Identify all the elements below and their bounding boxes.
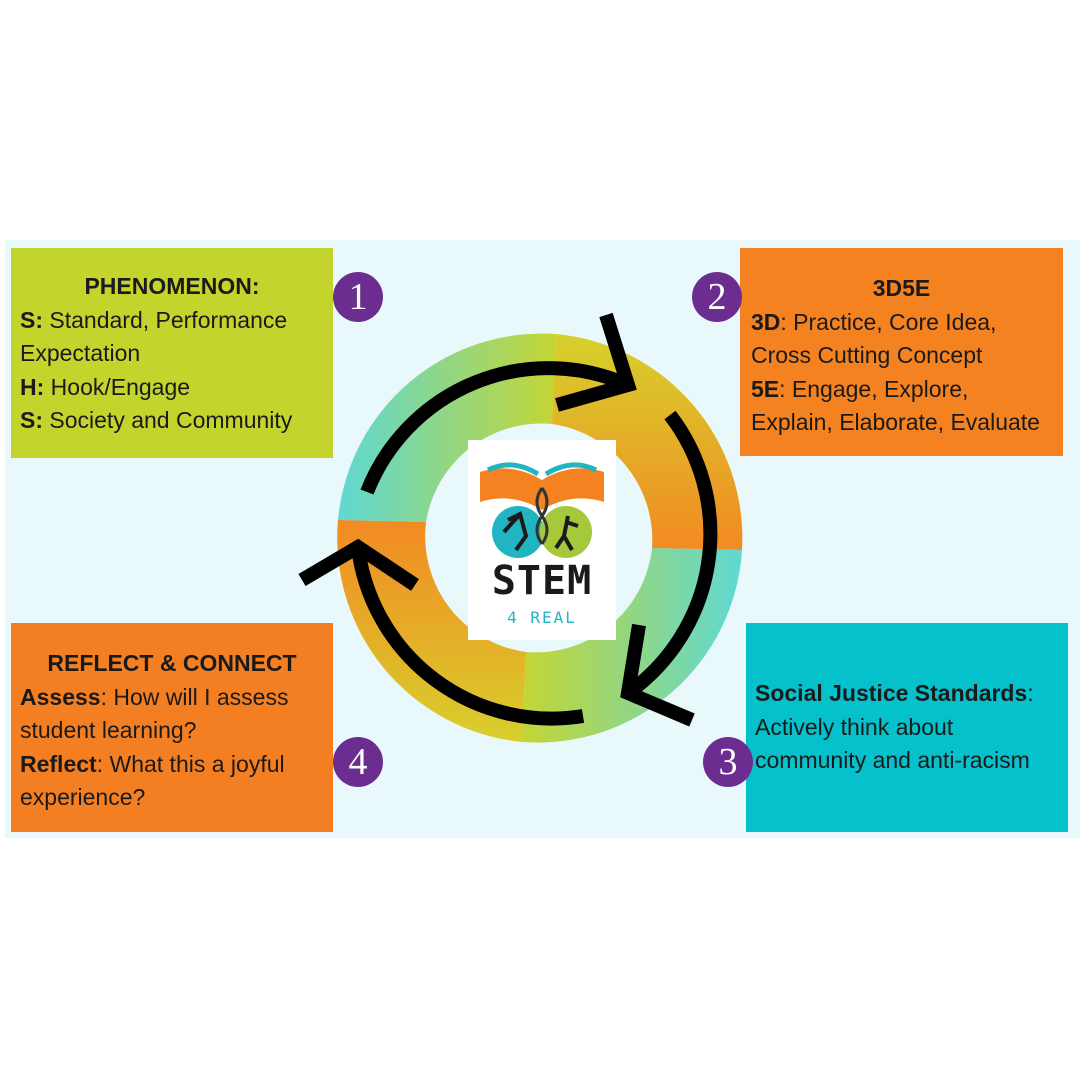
cycle-arrow-left-head	[298, 538, 419, 591]
box-line: Explain, Elaborate, Evaluate	[751, 409, 1040, 435]
phenomenon-title: PHENOMENON:	[84, 273, 260, 299]
logo-subtitle: 4 REAL	[507, 608, 577, 627]
box-line: 5E: Engage, Explore,	[751, 375, 969, 402]
open-book-icon	[480, 462, 604, 558]
step-2-badge: 2	[692, 272, 742, 322]
cycle-arrow-top-head	[555, 312, 637, 412]
box-line: Assess: How will I assess	[20, 683, 289, 710]
reflect-connect-box: REFLECT & CONNECT Assess: How will I ass…	[11, 623, 333, 832]
social-justice-box: Social Justice Standards: Actively think…	[746, 623, 1068, 832]
box-line: experience?	[20, 784, 146, 810]
box-line: Social Justice Standards:	[755, 680, 1034, 706]
box-line: Reflect: What this a joyful	[20, 750, 285, 777]
logo-wordmark: STEM	[491, 558, 593, 604]
box-line: Cross Cutting Concept	[751, 342, 983, 368]
cycle-arrow-bottom	[351, 546, 585, 726]
stem-4-real-logo: STEM 4 REAL	[468, 440, 616, 640]
box-line: S: Society and Community	[20, 407, 293, 433]
box-line: student learning?	[20, 717, 197, 743]
reflect-connect-title: REFLECT & CONNECT	[47, 650, 297, 676]
cycle-arrow-right	[623, 410, 718, 699]
step-3-badge: 3	[703, 737, 753, 787]
box-line: H: Hook/Engage	[20, 373, 191, 400]
box-line: S: Standard, Performance	[20, 306, 288, 333]
ring-segment-left	[337, 520, 526, 742]
cycle-arrow-top	[360, 361, 631, 495]
box-line: Actively think about	[755, 713, 954, 740]
cycle-arrow-right-head	[620, 623, 695, 727]
step-4-badge: 4	[333, 737, 383, 787]
box-line: community and anti-racism	[755, 747, 1030, 773]
phenomenon-box: PHENOMENON: S: Standard, Performance Exp…	[11, 248, 333, 458]
box-line: 3D: Practice, Core Idea,	[751, 308, 997, 335]
step-1-badge: 1	[333, 272, 383, 322]
3d5e-box: 3D5E 3D: Practice, Core Idea, Cross Cutt…	[740, 248, 1063, 456]
box-line: Expectation	[20, 340, 141, 366]
3d5e-title: 3D5E	[872, 275, 931, 301]
